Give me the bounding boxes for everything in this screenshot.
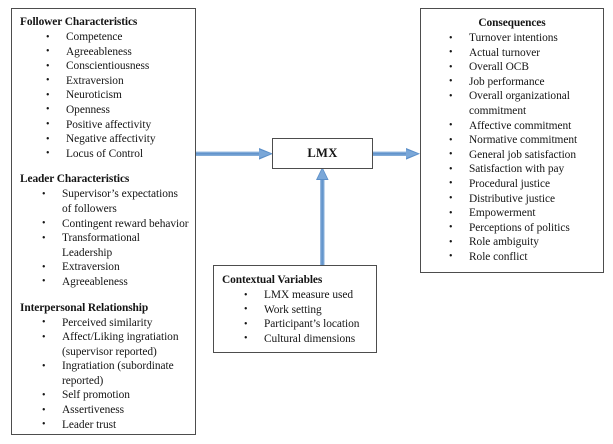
list-item: Perceived similarity: [42, 315, 189, 330]
list-item: Assertiveness: [42, 403, 189, 418]
list-item: Participant’s location: [244, 317, 371, 332]
list-item: Supervisor’s expectations of followers: [42, 187, 189, 216]
list-item: Overall OCB: [449, 60, 597, 75]
list-follower-characteristics: Competence Agreeableness Conscientiousne…: [20, 30, 189, 162]
list-item: Contingent reward behavior: [42, 216, 189, 231]
list-item: Agreeableness: [42, 274, 189, 289]
list-item: Role ambiguity: [449, 235, 597, 250]
group-title-interpersonal-relationship: Interpersonal Relationship: [20, 301, 149, 314]
contextual-variables-box: Contextual Variables LMX measure used Wo…: [213, 265, 377, 353]
list-item: Role conflict: [449, 249, 597, 264]
list-item: Agreeableness: [46, 44, 189, 59]
group-title-contextual-variables: Contextual Variables: [222, 274, 323, 286]
list-item: Positive affectivity: [46, 117, 189, 132]
list-interpersonal-relationship: Perceived similarity Affect/Liking ingra…: [20, 315, 189, 432]
list-item: Competence: [46, 30, 189, 45]
list-item: Neuroticism: [46, 88, 189, 103]
list-item: Procedural justice: [449, 176, 597, 191]
arrow-lmx-to-consequences: [373, 148, 420, 160]
list-item: Work setting: [244, 302, 371, 317]
group-interpersonal-relationship: Interpersonal Relationship Perceived sim…: [20, 301, 189, 433]
list-item: Extraversion: [46, 73, 189, 88]
list-item: Ingratiation (subordinate reported): [42, 359, 189, 388]
lmx-label: LMX: [307, 146, 338, 160]
list-item: Openness: [46, 102, 189, 117]
group-title-consequences: Consequences: [478, 17, 546, 29]
list-item: Affect/Liking ingratiation (supervisor r…: [42, 330, 189, 359]
list-item: Cultural dimensions: [244, 331, 371, 346]
list-item: Overall organizational commitment: [449, 89, 597, 118]
list-item: Turnover intentions: [449, 31, 597, 46]
list-item: Self promotion: [42, 388, 189, 403]
list-item: Actual turnover: [449, 45, 597, 60]
group-title-leader-characteristics: Leader Characteristics: [20, 173, 130, 186]
list-item: Leader trust: [42, 417, 189, 432]
list-item: LMX measure used: [244, 288, 371, 303]
list-item: Distributive justice: [449, 191, 597, 206]
group-leader-characteristics: Leader Characteristics Supervisor’s expe…: [20, 172, 189, 289]
arrow-contextual-to-lmx: [316, 167, 329, 265]
list-item: Satisfaction with pay: [449, 162, 597, 177]
arrow-antecedents-to-lmx: [196, 148, 273, 160]
list-item: Empowerment: [449, 206, 597, 221]
list-leader-characteristics: Supervisor’s expectations of followers C…: [20, 187, 189, 290]
list-item: Extraversion: [42, 260, 189, 275]
list-item: General job satisfaction: [449, 147, 597, 162]
antecedents-box: Follower Characteristics Competence Agre…: [11, 8, 196, 435]
lmx-box: LMX: [272, 138, 373, 169]
list-item: Negative affectivity: [46, 132, 189, 147]
group-title-follower-characteristics: Follower Characteristics: [20, 16, 138, 28]
consequences-box: Consequences Turnover intentions Actual …: [420, 8, 604, 273]
list-item: Normative commitment: [449, 133, 597, 148]
list-item: Job performance: [449, 74, 597, 89]
list-item: Locus of Control: [46, 146, 189, 161]
list-item: Affective commitment: [449, 118, 597, 133]
list-contextual-variables: LMX measure used Work setting Participan…: [222, 288, 371, 347]
list-consequences: Turnover intentions Actual turnover Over…: [427, 31, 597, 265]
group-follower-characteristics: Follower Characteristics Competence Agre…: [20, 15, 189, 161]
list-item: Perceptions of politics: [449, 220, 597, 235]
list-item: Transformational Leadership: [42, 231, 189, 260]
list-item: Conscientiousness: [46, 59, 189, 74]
